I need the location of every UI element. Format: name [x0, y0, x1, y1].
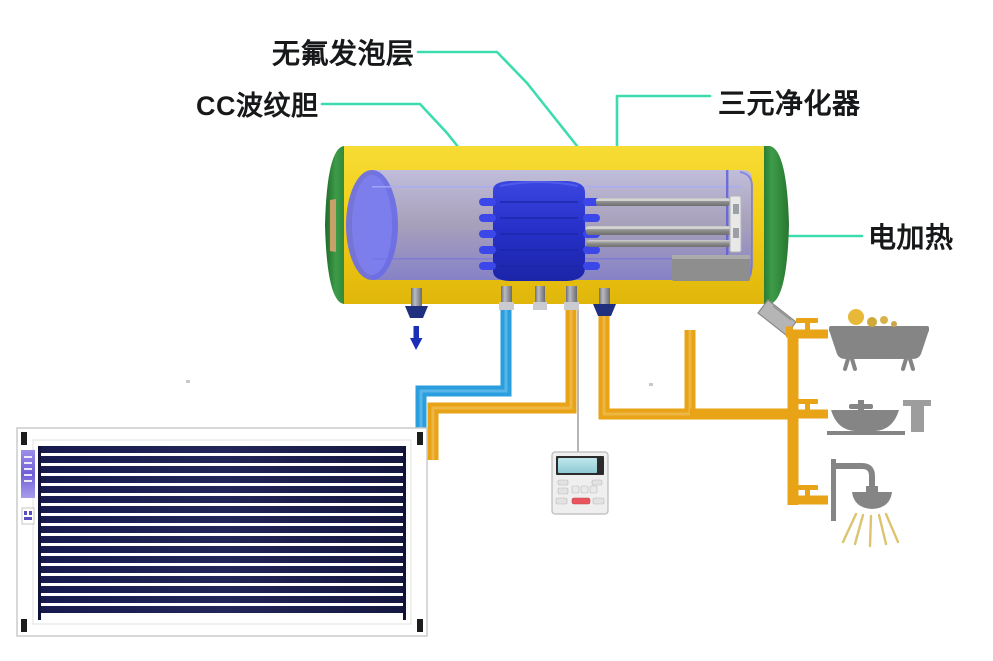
tank-hot-branch-pipe[interactable]	[598, 300, 696, 420]
collector-corner-brackets	[21, 432, 423, 632]
cold-water-pipe[interactable]	[415, 300, 512, 455]
collector-return-pipe[interactable]	[427, 300, 577, 460]
controller-lcd-display	[558, 458, 597, 473]
ternary-purifier-rod	[596, 198, 730, 206]
water-tank[interactable]	[325, 146, 797, 336]
port-sensor[interactable]	[533, 286, 547, 310]
bathtub-icon	[829, 309, 929, 371]
label-insulation-foam: 无氟发泡层	[272, 38, 415, 69]
electric-heating-element	[586, 195, 750, 281]
background-specks	[186, 380, 653, 386]
port-cold-inlet[interactable]	[405, 288, 428, 318]
controller-buttons[interactable]	[555, 479, 605, 505]
basin-icon	[827, 400, 931, 435]
solar-collector[interactable]	[16, 427, 428, 637]
controller-panel[interactable]	[551, 451, 609, 515]
tank-bottom-ports[interactable]	[405, 286, 616, 318]
cold-inlet-arrow-icon	[410, 326, 423, 350]
tank-right-end-cap	[760, 146, 789, 304]
label-ternary-purifier: 三元净化器	[718, 88, 861, 119]
controller-power-button[interactable]	[571, 497, 591, 505]
label-electric-heating: 电加热	[868, 222, 954, 253]
leader-line-foam	[416, 50, 583, 153]
valve-shower[interactable]	[796, 485, 818, 499]
port-collector-feed[interactable]	[499, 286, 514, 310]
collector-absorber-stripes	[38, 446, 406, 620]
port-hot-branch[interactable]	[593, 288, 616, 316]
label-cc-bladder: CC波纹胆	[196, 91, 319, 121]
cc-corrugated-bladder	[479, 181, 600, 281]
valve-basin[interactable]	[796, 399, 818, 413]
collector-brand-label	[21, 450, 35, 525]
valve-bathtub[interactable]	[796, 318, 818, 332]
port-collector-return[interactable]	[564, 286, 579, 310]
hot-water-distribution[interactable]	[690, 318, 828, 505]
shower-icon	[831, 459, 900, 548]
